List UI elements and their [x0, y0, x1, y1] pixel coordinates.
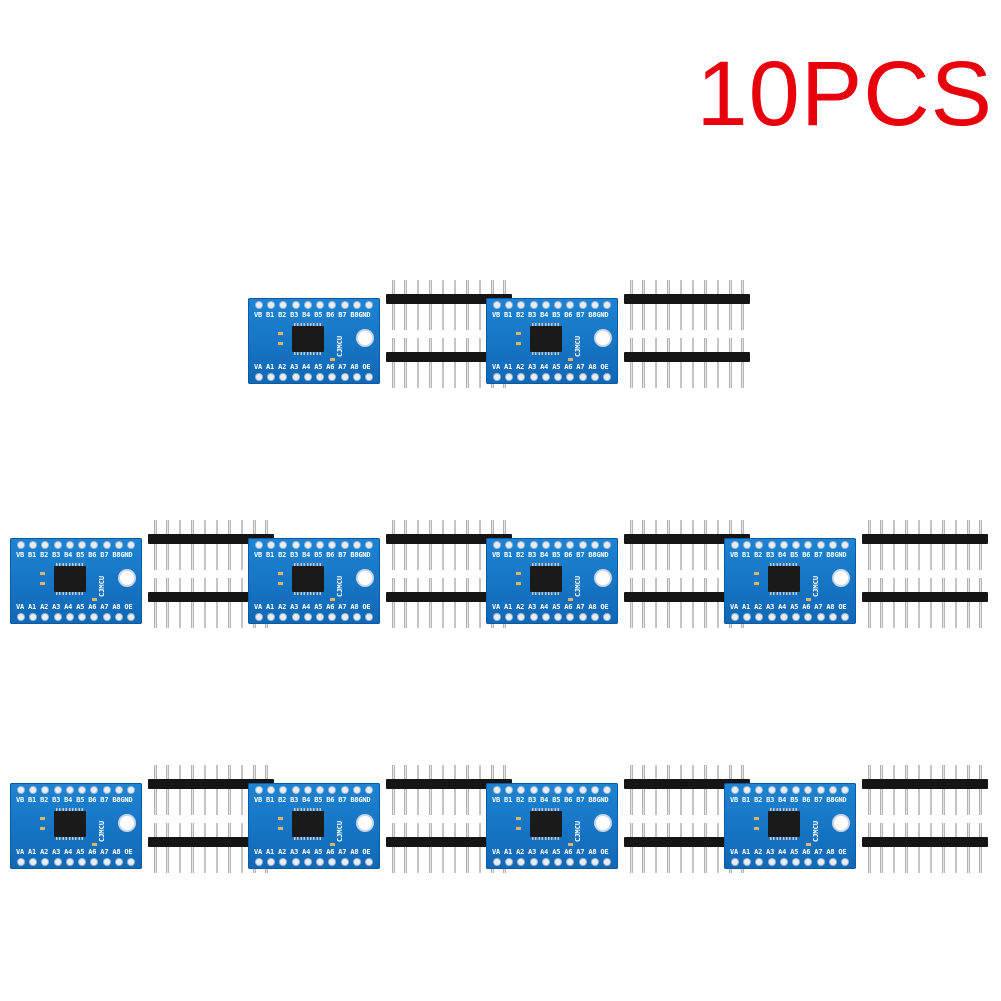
module-unit: VB B1 B2 B3 B4 B5 B6 B7 B8GND VA A1 A2 A3…	[10, 520, 274, 640]
board-brand: CJMCU	[574, 335, 582, 357]
board-brand: CJMCU	[98, 575, 106, 597]
board-label-bottom: VA A1 A2 A3 A4 A5 A6 A7 A8 OE	[16, 603, 133, 611]
board-label-top: VB B1 B2 B3 B4 B5 B6 B7 B8GND	[492, 796, 609, 804]
pin-header	[862, 765, 988, 815]
ic-chip	[54, 563, 86, 595]
board-brand: CJMCU	[336, 820, 344, 842]
board-label-bottom: VA A1 A2 A3 A4 A5 A6 A7 A8 OE	[254, 363, 371, 371]
board-brand: CJMCU	[574, 575, 582, 597]
board-label-bottom: VA A1 A2 A3 A4 A5 A6 A7 A8 OE	[16, 848, 133, 856]
ic-chip	[768, 563, 800, 595]
level-shifter-board: VB B1 B2 B3 B4 B5 B6 B7 B8GND VA A1 A2 A3…	[486, 538, 618, 624]
board-label-top: VB B1 B2 B3 B4 B5 B6 B7 B8GND	[492, 551, 609, 559]
ic-chip	[292, 323, 324, 355]
level-shifter-board: VB B1 B2 B3 B4 B5 B6 B7 B8GND VA A1 A2 A3…	[10, 783, 142, 869]
level-shifter-board: VB B1 B2 B3 B4 B5 B6 B7 B8GND VA A1 A2 A3…	[724, 783, 856, 869]
ic-chip	[292, 563, 324, 595]
module-unit: VB B1 B2 B3 B4 B5 B6 B7 B8GND VA A1 A2 A3…	[10, 765, 274, 885]
board-label-bottom: VA A1 A2 A3 A4 A5 A6 A7 A8 OE	[254, 603, 371, 611]
ic-chip	[530, 808, 562, 840]
ic-chip	[530, 563, 562, 595]
pin-header	[862, 520, 988, 570]
level-shifter-board: VB B1 B2 B3 B4 B5 B6 B7 B8GND VA A1 A2 A3…	[486, 298, 618, 384]
pin-header	[624, 338, 750, 388]
board-label-top: VB B1 B2 B3 B4 B5 B6 B7 B8GND	[730, 551, 847, 559]
board-label-top: VB B1 B2 B3 B4 B5 B6 B7 B8GND	[254, 796, 371, 804]
board-label-bottom: VA A1 A2 A3 A4 A5 A6 A7 A8 OE	[254, 848, 371, 856]
board-brand: CJMCU	[574, 820, 582, 842]
board-label-top: VB B1 B2 B3 B4 B5 B6 B7 B8GND	[254, 311, 371, 319]
board-brand: CJMCU	[812, 575, 820, 597]
board-brand: CJMCU	[812, 820, 820, 842]
mounting-hole	[120, 571, 134, 585]
level-shifter-board: VB B1 B2 B3 B4 B5 B6 B7 B8GND VA A1 A2 A3…	[248, 783, 380, 869]
mounting-hole	[120, 816, 134, 830]
mounting-hole	[358, 331, 372, 345]
board-brand: CJMCU	[98, 820, 106, 842]
module-unit: VB B1 B2 B3 B4 B5 B6 B7 B8GND VA A1 A2 A3…	[248, 520, 512, 640]
page-title: 10PCS	[696, 43, 993, 145]
board-label-bottom: VA A1 A2 A3 A4 A5 A6 A7 A8 OE	[492, 603, 609, 611]
mounting-hole	[834, 571, 848, 585]
mounting-hole	[596, 331, 610, 345]
board-label-top: VB B1 B2 B3 B4 B5 B6 B7 B8GND	[16, 551, 133, 559]
board-label-bottom: VA A1 A2 A3 A4 A5 A6 A7 A8 OE	[492, 363, 609, 371]
module-unit: VB B1 B2 B3 B4 B5 B6 B7 B8GND VA A1 A2 A3…	[248, 280, 512, 400]
mounting-hole	[358, 571, 372, 585]
board-label-bottom: VA A1 A2 A3 A4 A5 A6 A7 A8 OE	[730, 603, 847, 611]
module-unit: VB B1 B2 B3 B4 B5 B6 B7 B8GND VA A1 A2 A3…	[486, 520, 750, 640]
level-shifter-board: VB B1 B2 B3 B4 B5 B6 B7 B8GND VA A1 A2 A3…	[10, 538, 142, 624]
pin-header	[862, 578, 988, 628]
module-unit: VB B1 B2 B3 B4 B5 B6 B7 B8GND VA A1 A2 A3…	[486, 280, 750, 400]
module-unit: VB B1 B2 B3 B4 B5 B6 B7 B8GND VA A1 A2 A3…	[248, 765, 512, 885]
mounting-hole	[596, 571, 610, 585]
level-shifter-board: VB B1 B2 B3 B4 B5 B6 B7 B8GND VA A1 A2 A3…	[248, 298, 380, 384]
module-unit: VB B1 B2 B3 B4 B5 B6 B7 B8GND VA A1 A2 A3…	[724, 765, 988, 885]
board-label-top: VB B1 B2 B3 B4 B5 B6 B7 B8GND	[730, 796, 847, 804]
board-label-top: VB B1 B2 B3 B4 B5 B6 B7 B8GND	[492, 311, 609, 319]
ic-chip	[768, 808, 800, 840]
mounting-hole	[834, 816, 848, 830]
board-label-bottom: VA A1 A2 A3 A4 A5 A6 A7 A8 OE	[492, 848, 609, 856]
ic-chip	[292, 808, 324, 840]
mounting-hole	[358, 816, 372, 830]
board-brand: CJMCU	[336, 575, 344, 597]
board-brand: CJMCU	[336, 335, 344, 357]
board-label-top: VB B1 B2 B3 B4 B5 B6 B7 B8GND	[16, 796, 133, 804]
level-shifter-board: VB B1 B2 B3 B4 B5 B6 B7 B8GND VA A1 A2 A3…	[724, 538, 856, 624]
ic-chip	[530, 323, 562, 355]
pin-header	[624, 280, 750, 330]
mounting-hole	[596, 816, 610, 830]
level-shifter-board: VB B1 B2 B3 B4 B5 B6 B7 B8GND VA A1 A2 A3…	[248, 538, 380, 624]
board-label-top: VB B1 B2 B3 B4 B5 B6 B7 B8GND	[254, 551, 371, 559]
level-shifter-board: VB B1 B2 B3 B4 B5 B6 B7 B8GND VA A1 A2 A3…	[486, 783, 618, 869]
module-unit: VB B1 B2 B3 B4 B5 B6 B7 B8GND VA A1 A2 A3…	[724, 520, 988, 640]
board-label-bottom: VA A1 A2 A3 A4 A5 A6 A7 A8 OE	[730, 848, 847, 856]
pin-header	[862, 823, 988, 873]
ic-chip	[54, 808, 86, 840]
module-unit: VB B1 B2 B3 B4 B5 B6 B7 B8GND VA A1 A2 A3…	[486, 765, 750, 885]
